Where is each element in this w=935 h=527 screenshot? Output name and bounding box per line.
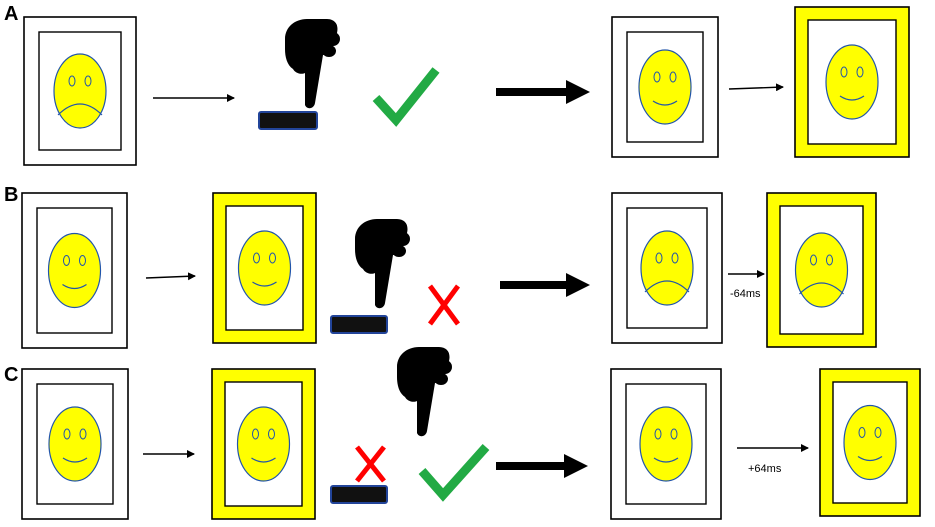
- checkmark-icon: [372, 67, 440, 127]
- sad-face-icon: [53, 53, 107, 129]
- stimulus-card: [610, 368, 722, 520]
- arrow-icon: [496, 80, 590, 104]
- panel-label-b: B: [4, 184, 18, 206]
- response-button-icon: [330, 315, 388, 334]
- panel-b: -64ms: [21, 192, 877, 349]
- arrow-icon: [496, 454, 588, 478]
- panel-label-a: A: [4, 3, 18, 25]
- delay-label: +64ms: [748, 463, 782, 475]
- stimulus-card: [766, 192, 877, 348]
- arrow-icon: [728, 83, 784, 92]
- pointing-hand-icon: [355, 219, 410, 309]
- stimulus-card: [21, 192, 128, 349]
- cross-icon: [427, 284, 461, 326]
- response-button-icon: [330, 485, 388, 504]
- cross-icon: [355, 445, 386, 483]
- happy-face-icon: [638, 49, 692, 125]
- arrow-icon: [145, 272, 196, 281]
- sad-face-icon: [640, 230, 694, 306]
- pointing-hand-icon: [397, 347, 452, 437]
- stimulus-card: [21, 368, 129, 520]
- delay-label: -64ms: [730, 288, 761, 300]
- happy-face-icon: [825, 44, 879, 120]
- panel-a: [23, 6, 910, 166]
- card-inner-frame: [626, 207, 708, 329]
- happy-face-icon: [639, 406, 693, 482]
- stimulus-card: [611, 16, 719, 158]
- stimulus-card: [819, 368, 921, 517]
- checkmark-icon: [418, 443, 490, 502]
- happy-face-icon: [843, 404, 897, 481]
- happy-face-icon: [47, 232, 102, 309]
- stimulus-card: [211, 368, 316, 520]
- stimulus-card: [23, 16, 137, 166]
- response-button-icon: [258, 111, 318, 130]
- happy-face-icon: [236, 406, 291, 482]
- sad-face-icon: [794, 232, 849, 308]
- happy-face-icon: [237, 230, 292, 306]
- stimulus-card: [611, 192, 723, 344]
- stimulus-card: [794, 6, 910, 158]
- panel-label-c: C: [4, 364, 18, 386]
- pointing-hand-icon: [285, 19, 340, 109]
- arrow-icon: [500, 273, 590, 297]
- stimulus-card: [212, 192, 317, 344]
- panel-c: +64ms: [21, 347, 921, 520]
- happy-face-icon: [48, 406, 102, 482]
- card-inner-frame: [625, 383, 707, 505]
